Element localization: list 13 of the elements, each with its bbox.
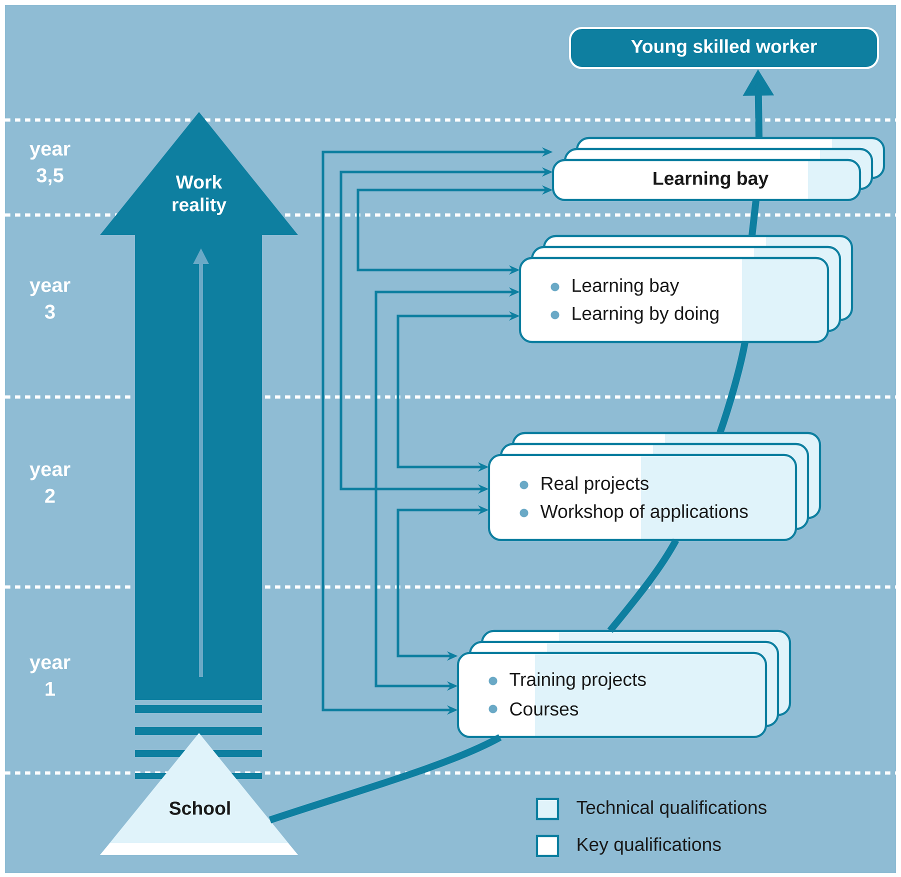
result-box: Young skilled worker (569, 27, 879, 69)
year-label: year 3 (30, 281, 70, 319)
year-label: year 2 (30, 465, 70, 503)
legend-text: Key qualifications (578, 837, 721, 855)
growth-curve (268, 734, 502, 824)
year-label: year 3,5 (30, 144, 70, 186)
arrow-label: Work reality (172, 174, 226, 216)
growth-curve (716, 342, 748, 434)
growth-curve (748, 200, 760, 236)
legend-text: Technical qualifications (576, 800, 766, 818)
year-label: year 1 (30, 658, 70, 696)
school-label: School (169, 801, 230, 815)
growth-curve (607, 538, 680, 633)
